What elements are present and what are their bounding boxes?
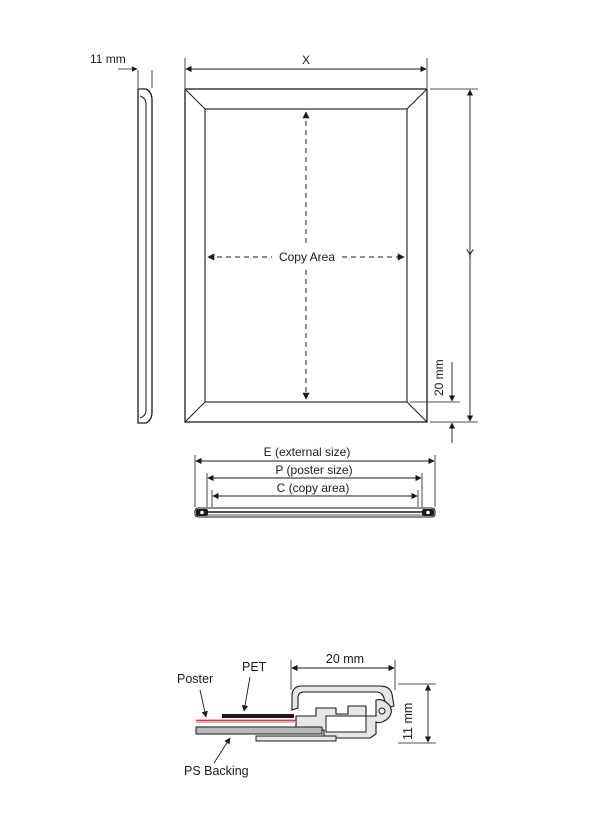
ps-backing-label: PS Backing xyxy=(184,764,249,778)
side-depth-dimension: 11 mm xyxy=(90,52,153,88)
side-depth-label: 11 mm xyxy=(90,52,126,66)
external-size-label: E (external size) xyxy=(264,445,351,459)
poster-size-dimension: P (poster size) xyxy=(206,463,423,507)
pet-label: PET xyxy=(242,660,267,674)
profile-width-label: 20 mm xyxy=(326,652,364,666)
poster-size-label: P (poster size) xyxy=(275,463,352,477)
copy-area-size-label: C (copy area) xyxy=(277,481,350,495)
width-dimension: X xyxy=(184,53,428,88)
external-size-dimension: E (external size) xyxy=(194,445,436,507)
profile-height-label: 11 mm xyxy=(401,703,415,740)
side-view xyxy=(137,88,153,424)
ps-backing-layer xyxy=(195,726,323,735)
border-dimension: 20 mm xyxy=(410,359,460,443)
profile-callouts: Poster PET PS Backing xyxy=(177,660,267,778)
copy-area-label: Copy Area xyxy=(279,250,335,264)
copy-area-arrows: Copy Area xyxy=(207,111,405,400)
profile-dimensions: 20 mm 11 mm xyxy=(290,652,436,744)
border-width-label: 20 mm xyxy=(432,359,446,396)
height-dimension: Y xyxy=(430,88,478,423)
frame-section-view xyxy=(194,507,436,518)
width-label: X xyxy=(302,53,310,67)
copy-area-size-dimension: C (copy area) xyxy=(211,481,419,507)
pet-layer xyxy=(222,714,294,718)
poster-label: Poster xyxy=(177,672,213,686)
height-label: Y xyxy=(466,247,474,261)
poster-layer xyxy=(196,719,296,723)
